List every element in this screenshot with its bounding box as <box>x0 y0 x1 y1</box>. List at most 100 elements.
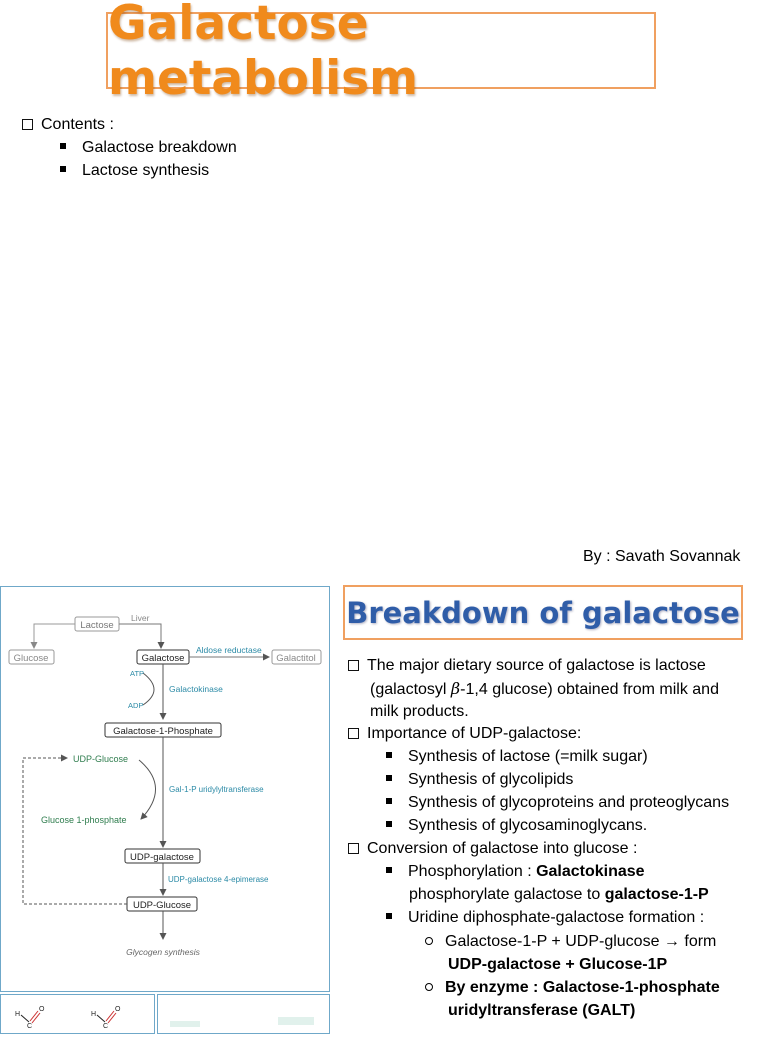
checkbox-bullet-icon <box>348 843 359 854</box>
epimerase-label: UDP-galactose 4-epimerase <box>168 875 269 884</box>
importance-item: Synthesis of glycosaminoglycans. <box>386 814 647 837</box>
importance-item: Synthesis of glycoproteins and proteogly… <box>386 791 729 814</box>
glucose-node: Glucose <box>8 649 55 665</box>
dietary-line1: The major dietary source of galactose is… <box>367 657 706 674</box>
slide2-title: Breakdown of galactose <box>346 595 740 630</box>
faint-structures-svg <box>170 1017 314 1027</box>
importance-item-label: Synthesis of lactose (=milk sugar) <box>408 748 648 765</box>
square-bullet-icon <box>386 821 392 827</box>
enzyme-line2-bold: uridyltransferase (GALT) <box>448 1002 636 1019</box>
importance-item: Synthesis of glycolipids <box>386 768 573 791</box>
square-bullet-icon <box>60 143 66 149</box>
atp-label: ATP <box>130 669 144 678</box>
importance-item-label: Synthesis of glycolipids <box>408 771 574 788</box>
reaction-post: form <box>679 933 717 950</box>
contents-heading: Contents : <box>22 114 114 136</box>
importance-item-label: Synthesis of glycosaminoglycans. <box>408 817 648 834</box>
udp-glucose-bottom-node: UDP-Glucose <box>126 896 198 912</box>
square-bullet-icon <box>386 798 392 804</box>
structure-panel-left: H O C H O C <box>0 994 155 1034</box>
dietary-line2-pre: (galactosyl <box>370 681 451 698</box>
checkbox-bullet-icon <box>348 660 359 671</box>
square-bullet-icon <box>60 166 66 172</box>
recycle-dashed-arrow <box>22 754 127 905</box>
svg-text:O: O <box>39 1006 45 1013</box>
lactose-to-glucose-arrow <box>30 623 75 649</box>
galactose-label: Galactose <box>142 653 185 664</box>
galactokinase-bold: Galactokinase <box>536 863 645 880</box>
udp-galactose-node: UDP-galactose <box>124 848 201 864</box>
phosphorylation-line2-pre: phosphorylate galactose to <box>409 886 605 903</box>
glucose-label: Glucose <box>14 653 49 664</box>
circle-bullet-icon <box>425 983 433 991</box>
reaction-line2: UDP-galactose + Glucose-1P <box>448 953 667 976</box>
udp-formation-item: Uridine diphosphate-galactose formation … <box>386 906 704 929</box>
importance-item: Synthesis of lactose (=milk sugar) <box>386 745 648 768</box>
svg-text:H: H <box>15 1011 20 1018</box>
galactitol-node: Galactitol <box>271 649 322 665</box>
contents-item: Lactose synthesis <box>60 160 209 182</box>
glucose-1-phosphate-label: Glucose 1-phosphate <box>41 815 127 825</box>
square-bullet-icon <box>386 867 392 873</box>
contents-label: Contents : <box>41 116 114 133</box>
enzyme-line1-bold: By enzyme : Galactose-1-phosphate <box>445 979 720 996</box>
svg-text:O: O <box>115 1006 121 1013</box>
paragraph-conversion: Conversion of galactose into glucose : <box>348 837 637 860</box>
svg-text:C: C <box>103 1023 108 1030</box>
structure-panel-right <box>157 994 330 1034</box>
svg-text:C: C <box>27 1023 32 1030</box>
gal1p-label: Galactose-1-Phosphate <box>113 726 213 737</box>
phosphorylation-item: Phosphorylation : Galactokinase <box>386 860 645 883</box>
adp-label: ADP <box>128 701 143 710</box>
aldehyde-structures-svg: H O C H O C <box>15 1006 121 1030</box>
square-bullet-icon <box>386 752 392 758</box>
phosphorylation-pre: Phosphorylation : <box>408 863 537 880</box>
glycogen-label: Glycogen synthesis <box>126 947 200 957</box>
author-credit: By : Savath Sovannak <box>583 548 741 565</box>
pathway-svg: Lactose Liver Glucose Galactose Aldose r… <box>8 613 322 957</box>
galactose-1-phosphate-node: Galactose-1-Phosphate <box>104 722 222 738</box>
udpglucose-curve <box>138 759 156 820</box>
liver-label: Liver <box>131 613 150 623</box>
udp-glucose-bottom-label: UDP-Glucose <box>133 900 191 911</box>
importance-item-label: Synthesis of glycoproteins and proteogly… <box>408 794 730 811</box>
square-bullet-icon <box>386 913 392 919</box>
aldose-reductase-label: Aldose reductase <box>196 645 262 655</box>
beta-symbol: β <box>450 679 461 698</box>
phosphorylation-line2: phosphorylate galactose to galactose-1-P <box>409 883 709 906</box>
reaction-subitem: Galactose-1-P + UDP-glucose → form <box>425 930 716 953</box>
right-arrow-icon: → <box>663 933 680 950</box>
contents-item-label: Galactose breakdown <box>82 139 237 156</box>
enzyme-subitem: By enzyme : Galactose-1-phosphate <box>425 976 720 999</box>
transferase-label: Gal-1-P uridylyltransferase <box>169 785 264 794</box>
udp-galactose-label: UDP-galactose <box>130 852 194 863</box>
paragraph-dietary-source: The major dietary source of galactose is… <box>348 654 706 677</box>
dietary-line2-post: -1,4 glucose) obtained from milk and <box>460 681 719 698</box>
circle-bullet-icon <box>425 937 433 945</box>
contents-item: Galactose breakdown <box>60 137 237 159</box>
slide2-title-box: Breakdown of galactose <box>343 585 743 640</box>
lactose-label: Lactose <box>80 620 113 631</box>
checkbox-bullet-icon <box>22 119 33 130</box>
square-bullet-icon <box>386 775 392 781</box>
enzyme-line2: uridyltransferase (GALT) <box>448 999 635 1022</box>
lactose-to-galactose-arrow <box>119 623 165 649</box>
contents-item-label: Lactose synthesis <box>82 162 210 179</box>
reaction-products-bold: UDP-galactose + Glucose-1P <box>448 956 668 973</box>
slide1-title-box: Galactose metabolism <box>106 0 656 106</box>
udp-importance-label: Importance of UDP-galactose: <box>367 725 582 742</box>
atp-adp-curve <box>142 672 155 706</box>
galactitol-label: Galactitol <box>276 653 316 664</box>
galactose-1-p-bold: galactose-1-P <box>604 886 709 903</box>
lactose-node: Lactose <box>74 616 120 632</box>
paragraph-udp-importance: Importance of UDP-galactose: <box>348 722 581 745</box>
galactokinase-label: Galactokinase <box>169 684 223 694</box>
udp-formation-label: Uridine diphosphate-galactose formation … <box>408 909 705 926</box>
svg-text:H: H <box>91 1011 96 1018</box>
dietary-line2: (galactosyl β-1,4 glucose) obtained from… <box>370 677 719 701</box>
galactose-pathway-diagram: Lactose Liver Glucose Galactose Aldose r… <box>0 586 330 992</box>
reaction-pre: Galactose-1-P + UDP-glucose <box>445 933 664 950</box>
conversion-label: Conversion of galactose into glucose : <box>367 840 638 857</box>
udp-glucose-top-label: UDP-Glucose <box>73 754 128 764</box>
slide1-title: Galactose metabolism <box>108 0 419 106</box>
